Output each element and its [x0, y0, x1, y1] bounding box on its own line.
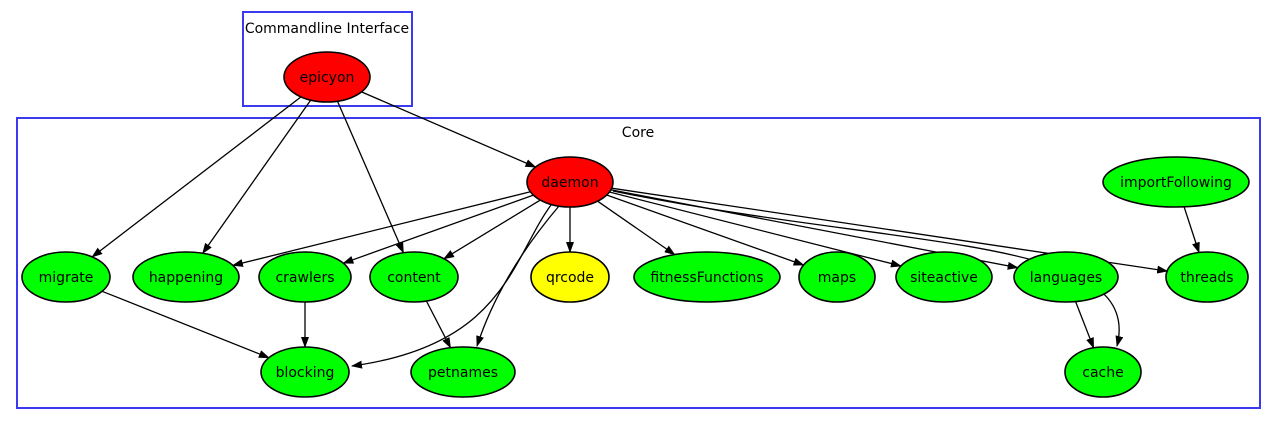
edge-epicyon-happening — [202, 99, 312, 255]
node-content: content — [369, 251, 459, 303]
node-siteactive-label: siteactive — [910, 270, 978, 286]
cluster-core-label: Core — [622, 125, 654, 141]
node-languages-label: languages — [1030, 270, 1102, 286]
node-happening: happening — [132, 251, 240, 303]
node-blocking-label: blocking — [276, 365, 335, 381]
node-qrcode-shape — [530, 251, 610, 303]
node-threads-shape — [1165, 251, 1249, 303]
node-crawlers-label: crawlers — [275, 270, 334, 286]
node-daemon: daemon — [526, 156, 614, 208]
node-maps-shape — [798, 251, 876, 303]
node-daemon-label: daemon — [541, 175, 598, 191]
cluster-core: Core — [16, 117, 1261, 409]
node-daemon-shape — [526, 156, 614, 208]
edge-epicyon-daemon — [361, 91, 537, 168]
edge-content-petnames — [425, 300, 452, 349]
node-petnames-shape — [410, 346, 516, 398]
node-fitnessFunctions: fitnessFunctions — [633, 251, 781, 303]
node-cache: cache — [1064, 346, 1142, 398]
edge-daemon-crawlers — [342, 194, 534, 264]
node-epicyon-label: epicyon — [300, 70, 355, 86]
cluster-cli-border — [242, 11, 413, 107]
node-threads-label: threads — [1180, 270, 1233, 286]
node-maps-label: maps — [818, 270, 856, 286]
node-epicyon-shape — [283, 51, 371, 103]
node-threads: threads — [1165, 251, 1249, 303]
node-happening-shape — [132, 251, 240, 303]
node-migrate-label: migrate — [39, 270, 94, 286]
node-migrate: migrate — [21, 251, 111, 303]
node-siteactive: siteactive — [895, 251, 993, 303]
edge-epicyon-content — [336, 100, 404, 254]
node-qrcode: qrcode — [530, 251, 610, 303]
edge-daemon-content — [443, 199, 541, 260]
node-content-label: content — [387, 270, 441, 286]
node-migrate-shape — [21, 251, 111, 303]
edge-daemon-happening — [231, 191, 531, 267]
cluster-cli-label: Commandline Interface — [245, 21, 409, 37]
node-cache-label: cache — [1082, 365, 1123, 381]
node-blocking-shape — [260, 346, 350, 398]
cluster-core-border — [16, 117, 1261, 409]
edge-daemon-maps — [606, 194, 805, 266]
node-petnames: petnames — [410, 346, 516, 398]
cluster-cli: Commandline Interface — [242, 11, 413, 107]
node-epicyon: epicyon — [283, 51, 371, 103]
node-cache-shape — [1064, 346, 1142, 398]
edge-migrate-blocking — [101, 290, 270, 359]
node-qrcode-label: qrcode — [546, 270, 594, 286]
node-importFollowing-label: importFollowing — [1120, 175, 1232, 191]
node-languages-shape — [1013, 251, 1119, 303]
node-crawlers: crawlers — [258, 251, 352, 303]
node-blocking: blocking — [260, 346, 350, 398]
edge-daemon-petnames — [476, 205, 560, 347]
node-crawlers-shape — [258, 251, 352, 303]
node-fitnessFunctions-label: fitnessFunctions — [650, 270, 763, 286]
edges-layer — [91, 91, 1200, 369]
node-fitnessFunctions-shape — [633, 251, 781, 303]
node-importFollowing: importFollowing — [1102, 156, 1250, 208]
node-content-shape — [369, 251, 459, 303]
node-petnames-label: petnames — [428, 365, 498, 381]
node-siteactive-shape — [895, 251, 993, 303]
edge-daemon-cache — [612, 190, 1124, 347]
node-importFollowing-shape — [1102, 156, 1250, 208]
edge-daemon-fitnessFunctions — [597, 200, 676, 256]
edge-epicyon-migrate — [91, 96, 302, 258]
node-languages: languages — [1013, 251, 1119, 303]
edge-importFollowing-threads — [1183, 206, 1200, 254]
node-happening-label: happening — [149, 270, 223, 286]
edge-languages-cache — [1074, 301, 1095, 349]
node-maps: maps — [798, 251, 876, 303]
edge-daemon-blocking — [351, 204, 552, 369]
